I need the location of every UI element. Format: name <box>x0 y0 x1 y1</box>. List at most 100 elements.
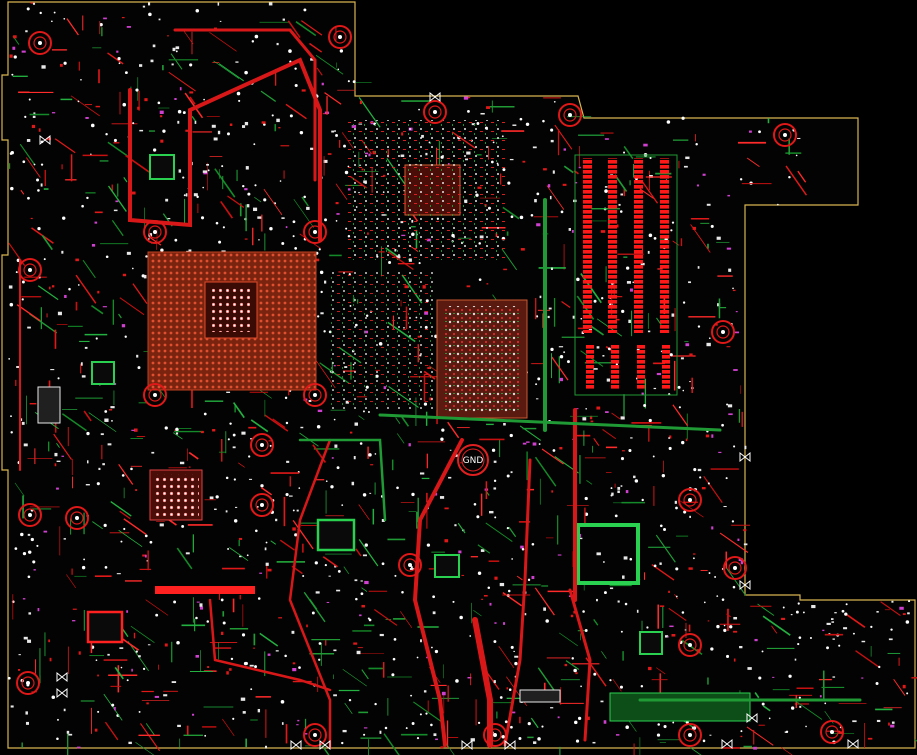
smd-pad <box>288 495 293 497</box>
trace-segment <box>272 418 286 428</box>
trace-segment <box>725 567 747 596</box>
smd-pad <box>27 533 31 536</box>
mounting-hole <box>303 383 327 407</box>
smd-pad <box>116 573 121 575</box>
smd-pad <box>520 545 524 549</box>
via <box>601 297 604 300</box>
trace-segment <box>672 404 688 426</box>
via <box>364 543 368 547</box>
via <box>51 695 56 700</box>
smd-pad <box>379 730 382 734</box>
smd-pad <box>150 59 154 63</box>
smd-pad <box>592 741 596 744</box>
via <box>96 482 100 486</box>
smd-pad <box>349 431 353 434</box>
smd-pad <box>275 650 279 652</box>
via <box>241 633 246 637</box>
trace-segment <box>309 42 323 53</box>
trace-segment <box>485 522 513 542</box>
smd-pad <box>509 158 514 161</box>
edge-marker <box>56 687 68 699</box>
smd-pad <box>131 191 136 195</box>
smd-pad <box>33 112 36 115</box>
smd-pad <box>188 466 191 468</box>
smd-pad <box>51 285 55 288</box>
trace-segment <box>754 692 760 699</box>
via <box>33 163 36 166</box>
smd-pad <box>876 719 881 723</box>
smd-pad <box>199 606 204 610</box>
via <box>86 196 89 200</box>
via <box>132 122 135 125</box>
smd-pad <box>225 510 228 513</box>
smd-pad <box>158 18 161 21</box>
smd-pad <box>97 290 100 294</box>
via <box>682 389 685 392</box>
trace-segment <box>227 195 245 208</box>
via <box>494 516 497 519</box>
smd-pad <box>167 217 171 220</box>
mounting-hole <box>260 443 264 447</box>
trace-segment <box>54 138 76 154</box>
trace-segment <box>37 285 59 301</box>
trace-segment <box>530 717 539 729</box>
via <box>609 679 612 682</box>
smd-pad <box>206 163 210 166</box>
via <box>27 575 31 579</box>
smd-pad <box>121 16 125 19</box>
smd-pad <box>121 324 126 328</box>
smd-pad <box>600 700 604 703</box>
via <box>571 657 574 660</box>
smd-pad <box>458 550 462 554</box>
via <box>628 448 632 453</box>
smd-pad <box>202 170 208 173</box>
mounting-hole <box>716 325 730 339</box>
smd-pad <box>362 554 367 557</box>
via <box>238 99 241 102</box>
smd-pad <box>705 434 710 438</box>
trace-segment <box>516 575 523 581</box>
smd-pad <box>733 369 738 371</box>
smd-pad <box>538 443 541 445</box>
smd-pad <box>76 746 81 749</box>
mounting-hole <box>250 433 274 457</box>
smd-pad <box>449 449 452 451</box>
trace-segment <box>668 607 687 622</box>
via <box>511 558 513 560</box>
smd-pad <box>744 445 747 450</box>
via <box>507 589 511 593</box>
smd-pad <box>335 202 339 205</box>
trace-segment <box>90 304 104 315</box>
memory-termination <box>574 154 678 396</box>
smd-pad <box>63 538 66 540</box>
smd-pad <box>139 129 144 132</box>
smd-pad <box>306 206 310 210</box>
smd-pad <box>144 98 148 102</box>
smd-pad <box>30 2 34 4</box>
smd-pad <box>664 635 669 638</box>
via <box>10 186 14 191</box>
edge-marker <box>39 134 51 146</box>
via <box>411 492 415 497</box>
smd-pad <box>510 471 513 474</box>
via <box>418 262 421 265</box>
smd-pad <box>811 604 816 609</box>
via <box>620 630 623 633</box>
smd-pad <box>604 186 608 188</box>
smd-pad <box>615 318 620 321</box>
via <box>668 446 672 451</box>
via <box>559 355 564 359</box>
mounting-hole <box>313 733 317 737</box>
mounting-hole <box>683 728 697 742</box>
via <box>81 204 84 208</box>
smd-pad <box>163 694 168 697</box>
smd-pad <box>61 250 64 254</box>
edge-marker <box>721 738 733 750</box>
mounting-hole <box>488 728 502 742</box>
smd-pad <box>726 247 732 250</box>
trace-segment <box>123 177 128 183</box>
smd-pad <box>186 250 189 253</box>
smd-pad <box>463 96 469 100</box>
mounting-hole <box>260 503 264 507</box>
via <box>733 445 736 448</box>
